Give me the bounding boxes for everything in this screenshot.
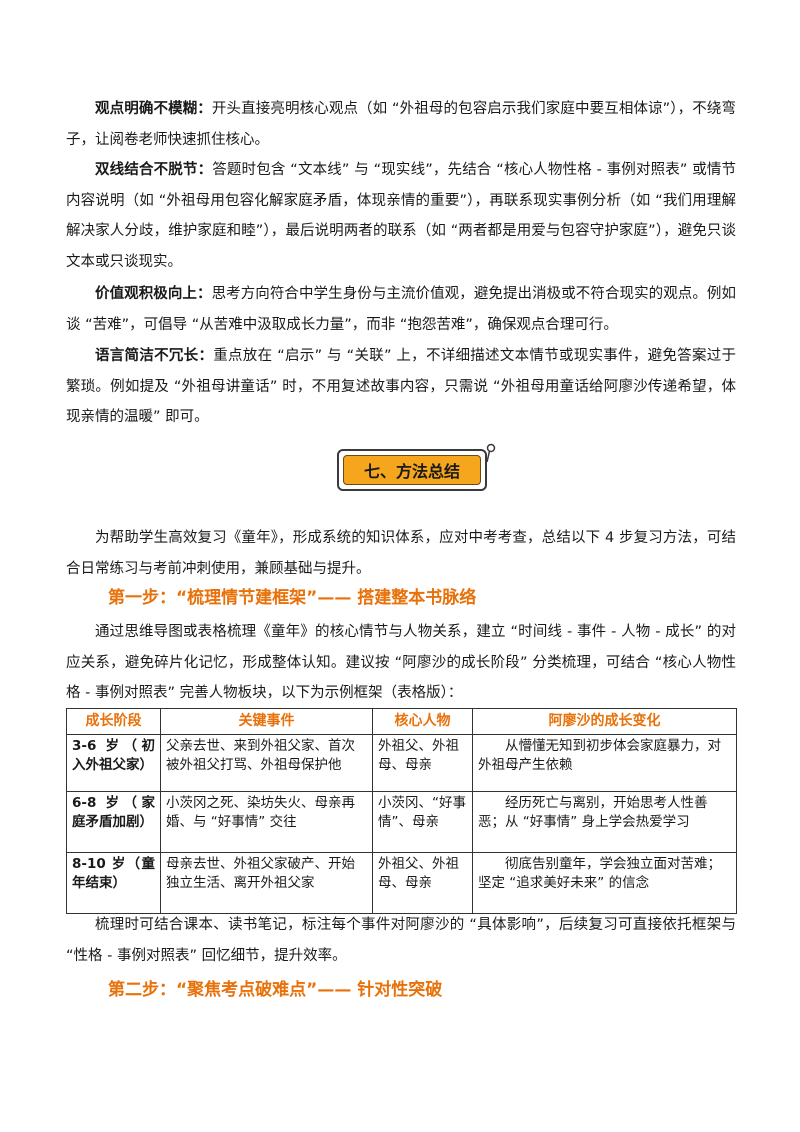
table-cell-people: 小茨冈、“好事情”、母亲 [372, 791, 473, 853]
table-header: 关键事件 [160, 708, 373, 735]
table-cell-change: 从懵懂无知到初步体会家庭暴力，对外祖母产生依赖 [472, 734, 737, 792]
table-cell-people: 外祖父、外祖母、母亲 [372, 734, 473, 792]
tip-paragraph: 语言简洁不冗长：重点放在 “启示” 与 “关联” 上，不详细描述文本情节或现实事… [66, 341, 736, 433]
table-cell-stage: 3-6 岁（初入外祖父家） [66, 734, 161, 792]
table-cell-stage: 8-10 岁（童年结束） [66, 852, 161, 914]
table-header: 核心人物 [372, 708, 473, 735]
table-row: 6-8 岁（家庭矛盾加剧） 小茨冈之死、染坊失火、母亲再婚、与 “好事情” 交往… [66, 791, 737, 853]
step1-description: 通过思维导图或表格梳理《童年》的核心情节与人物关系，建立 “时间线 - 事件 -… [66, 624, 736, 701]
table-header-row: 成长阶段 关键事件 核心人物 阿廖沙的成长变化 [66, 708, 737, 735]
step1-after: 梳理时可结合课本、读书笔记，标注每个事件对阿廖沙的 “具体影响”，后续复习可直接… [66, 917, 736, 964]
tip-label: 双线结合不脱节： [95, 162, 213, 178]
section-frame: 七、方法总结 [337, 449, 487, 491]
pin-icon [486, 443, 496, 463]
tip-text: 开头直接亮明核心观点（如 “外祖母的包容启示我们家庭中要互相体谅”），不绕弯子，… [66, 101, 737, 148]
table-row: 3-6 岁（初入外祖父家） 父亲去世、来到外祖父家、首次被外祖父打骂、外祖母保护… [66, 734, 737, 792]
table-row: 8-10 岁（童年结束） 母亲去世、外祖父家破产、开始独立生活、离开外祖父家 外… [66, 852, 737, 914]
tip-paragraph: 双线结合不脱节：答题时包含 “文本线” 与 “现实线”，先结合 “核心人物性格 … [66, 155, 736, 277]
table-cell-events: 母亲去世、外祖父家破产、开始独立生活、离开外祖父家 [160, 852, 373, 914]
tip-paragraph: 观点明确不模糊：开头直接亮明核心观点（如 “外祖母的包容启示我们家庭中要互相体谅… [66, 94, 736, 155]
table-cell-change: 彻底告别童年，学会独立面对苦难；坚定 “追求美好未来” 的信念 [472, 852, 737, 914]
tip-label: 观点明确不模糊： [95, 101, 212, 117]
tip-label: 语言简洁不冗长： [95, 348, 214, 364]
intro-paragraph: 为帮助学生高效复习《童年》，形成系统的知识体系，应对中考考查，总结以下 4 步复… [66, 530, 736, 577]
tip-paragraph: 价值观积极向上：思考方向符合中学生身份与主流价值观，避免提出消极或不符合现实的观… [66, 279, 736, 340]
growth-stage-table: 成长阶段 关键事件 核心人物 阿廖沙的成长变化 3-6 岁（初入外祖父家） 父亲… [66, 708, 737, 914]
tip-text: 重点放在 “启示” 与 “关联” 上，不详细描述文本情节或现实事件，避免答案过于… [66, 348, 737, 425]
table-cell-events: 父亲去世、来到外祖父家、首次被外祖父打骂、外祖母保护他 [160, 734, 373, 792]
section-heading: 七、方法总结 [337, 443, 497, 495]
table-header: 成长阶段 [66, 708, 161, 735]
step1-title: 第一步：“梳理情节建框架”—— 搭建整本书脉络 [108, 588, 477, 608]
table-header: 阿廖沙的成长变化 [472, 708, 737, 735]
table-cell-stage: 6-8 岁（家庭矛盾加剧） [66, 791, 161, 853]
tip-text: 答题时包含 “文本线” 与 “现实线”，先结合 “核心人物性格 - 事例对照表”… [66, 162, 737, 270]
table-cell-change: 经历死亡与离别，开始思考人性善恶；从 “好事情” 身上学会热爱学习 [472, 791, 737, 853]
section-title: 七、方法总结 [343, 455, 481, 485]
table-cell-people: 外祖父、外祖母、母亲 [372, 852, 473, 914]
tip-text: 思考方向符合中学生身份与主流价值观，避免提出消极或不符合现实的观点。例如谈 “苦… [66, 286, 737, 333]
table-cell-events: 小茨冈之死、染坊失火、母亲再婚、与 “好事情” 交往 [160, 791, 373, 853]
tip-label: 价值观积极向上： [95, 286, 212, 302]
step2-title: 第二步：“聚焦考点破难点”—— 针对性突破 [108, 980, 443, 1000]
